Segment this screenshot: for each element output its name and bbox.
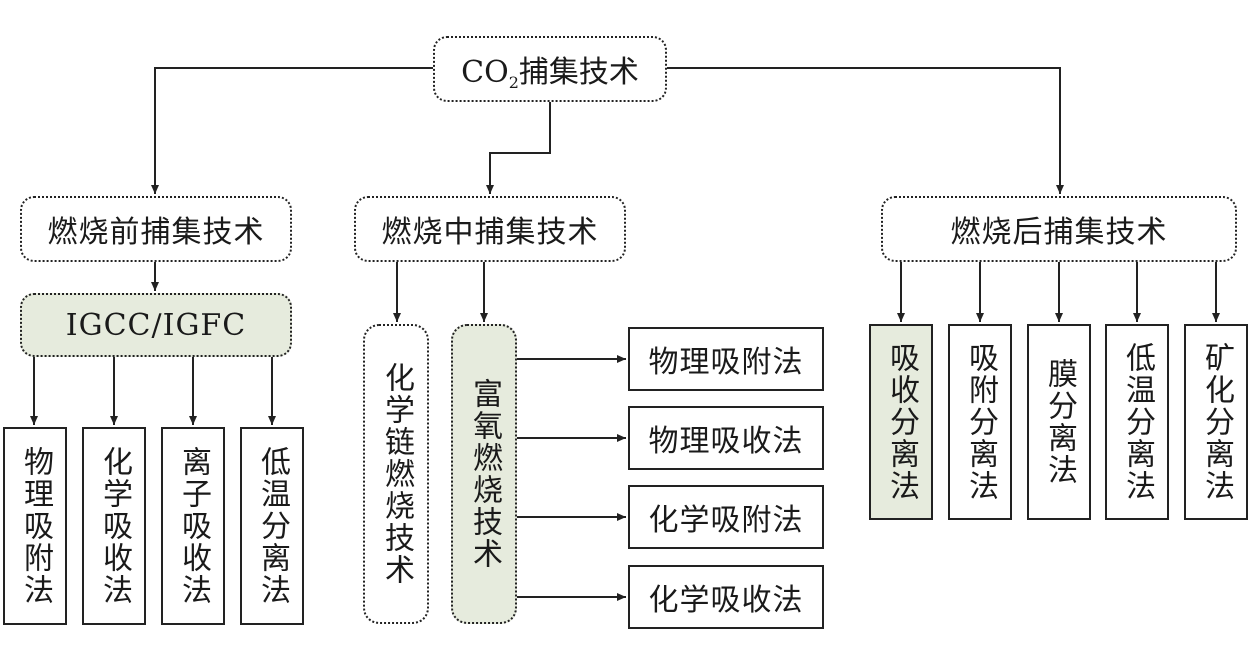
post-method-4: 低温分离法 — [1105, 324, 1169, 520]
mid-method-2: 物理吸收法 — [628, 406, 824, 470]
igcc-igfc-node: IGCC/IGFC — [20, 293, 292, 357]
chemical-looping-node: 化学链燃烧技术 — [363, 324, 429, 624]
pre-method-4: 低温分离法 — [240, 427, 304, 625]
mid-method-1: 物理吸附法 — [628, 327, 824, 391]
post-method-5: 矿化分离法 — [1184, 324, 1248, 520]
mid-method-3: 化学吸附法 — [628, 485, 824, 549]
pre-method-1: 物理吸附法 — [3, 427, 67, 625]
pre-combustion-node: 燃烧前捕集技术 — [20, 196, 292, 262]
post-method-3: 膜分离法 — [1027, 324, 1091, 520]
root-title: CO2捕集技术 — [461, 54, 639, 92]
post-method-1: 吸收分离法 — [869, 324, 933, 520]
oxy-fuel-node: 富氧燃烧技术 — [451, 324, 517, 624]
pre-method-2: 化学吸收法 — [82, 427, 146, 625]
arrow-root-mid — [486, 102, 551, 194]
arrow-root-pre — [151, 67, 433, 194]
in-combustion-node: 燃烧中捕集技术 — [354, 196, 626, 262]
arrow-root-post — [667, 67, 1064, 194]
mid-method-4: 化学吸收法 — [628, 565, 824, 629]
pre-method-3: 离子吸收法 — [161, 427, 225, 625]
root-node: CO2捕集技术 — [433, 36, 667, 102]
post-combustion-node: 燃烧后捕集技术 — [881, 196, 1237, 262]
post-method-2: 吸附分离法 — [948, 324, 1012, 520]
